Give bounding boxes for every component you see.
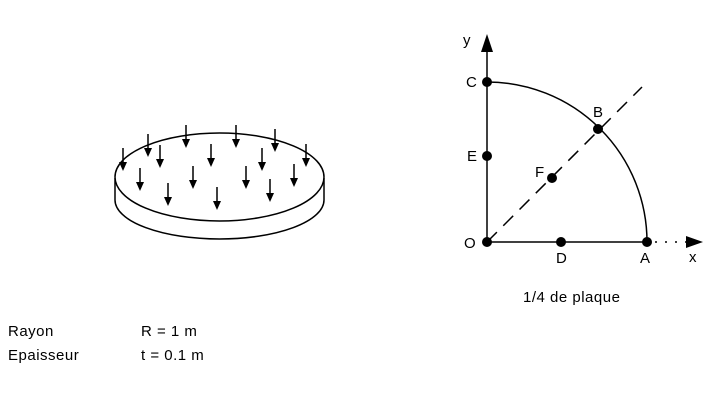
load-arrow-head: [182, 139, 190, 148]
property-label-radius: Rayon: [8, 323, 54, 340]
point-C: [482, 77, 492, 87]
y-axis-label: y: [463, 32, 471, 49]
load-arrow-head: [156, 159, 164, 168]
load-arrow-head: [271, 143, 279, 152]
load-arrows: [119, 125, 310, 210]
point-E: [482, 151, 492, 161]
label-C: C: [466, 74, 478, 91]
property-value-thickness: t = 0.1 m: [141, 347, 205, 364]
x-axis-label: x: [689, 249, 697, 266]
load-arrow-head: [302, 158, 310, 167]
load-arrow-head: [266, 193, 274, 202]
load-arrow-head: [242, 180, 250, 189]
plate-bottom-edge: [114, 178, 325, 240]
point-F: [547, 173, 557, 183]
load-arrow-head: [119, 162, 127, 171]
load-arrow-head: [213, 201, 221, 210]
label-F: F: [535, 164, 545, 181]
quarter-plate: [481, 34, 703, 248]
label-D: D: [556, 250, 568, 267]
diagonal-dashed: [486, 86, 643, 243]
property-value-radius: R = 1 m: [141, 323, 198, 340]
label-A: A: [640, 250, 651, 267]
load-arrow-head: [258, 162, 266, 171]
point-B: [593, 124, 603, 134]
property-label-thickness: Epaisseur: [8, 347, 80, 364]
x-axis-arrowhead: [686, 236, 703, 248]
plate-top-surface: [114, 132, 325, 222]
load-arrow-head: [164, 197, 172, 206]
y-axis-arrowhead: [481, 34, 493, 52]
caption: 1/4 de plaque: [523, 289, 621, 306]
load-arrow-head: [290, 178, 298, 187]
point-O: [482, 237, 492, 247]
label-O: O: [464, 235, 477, 252]
point-A: [642, 237, 652, 247]
load-arrow-head: [144, 148, 152, 157]
label-B: B: [593, 104, 604, 121]
point-D: [556, 237, 566, 247]
label-E: E: [467, 148, 478, 165]
load-arrow-head: [232, 139, 240, 148]
load-arrow-head: [136, 182, 144, 191]
load-arrow-head: [207, 158, 215, 167]
load-arrow-head: [189, 180, 197, 189]
